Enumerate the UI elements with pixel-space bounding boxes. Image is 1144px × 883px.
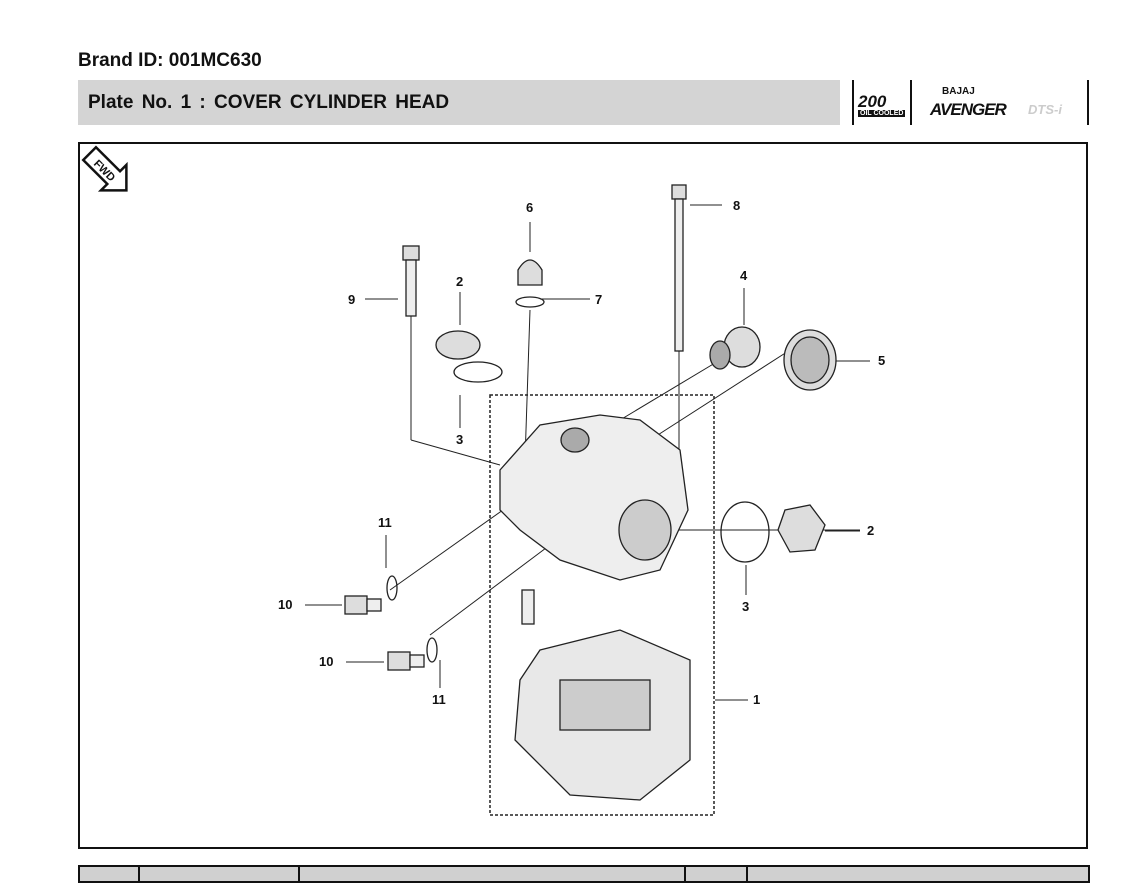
callout-3: 3 [456, 432, 464, 447]
callout-11: 11 [432, 692, 446, 707]
logo-model: 200 [858, 92, 887, 111]
fwd-arrow-icon: FWD [81, 145, 128, 192]
brand-logo: 200 OIL COOLED BAJAJ AVENGER DTS-i [852, 80, 1092, 125]
col-header [138, 865, 300, 883]
callout-8: 8 [733, 198, 741, 213]
callout-6: 6 [526, 200, 534, 215]
callout-2: 2 [867, 523, 875, 538]
col-header [684, 865, 748, 883]
callout-4: 4 [740, 268, 748, 283]
plate-title: Plate No. 1 : COVER CYLINDER HEAD [88, 92, 450, 113]
col-header [298, 865, 686, 883]
parts-table [78, 865, 1090, 883]
callout-1: 1 [753, 692, 761, 707]
parts-diagram-frame [78, 142, 1088, 849]
col-header [78, 865, 140, 883]
logo-suffix: DTS-i [1028, 102, 1062, 117]
callout-7: 7 [595, 292, 603, 307]
callout-5: 5 [878, 353, 886, 368]
plate-header: Plate No. 1 : COVER CYLINDER HEAD [78, 80, 840, 125]
cylinder-head-dashed-box [489, 394, 715, 816]
callout-10: 10 [319, 654, 334, 669]
callout-11: 11 [378, 515, 392, 530]
logo-name: AVENGER [930, 100, 1007, 119]
callout-9: 9 [348, 292, 356, 307]
callout-10: 10 [278, 597, 293, 612]
brand-id: Brand ID: 001MC630 [78, 50, 262, 71]
parts-table-header [78, 865, 1090, 883]
logo-badge: OIL COOLED [858, 110, 906, 117]
col-header [746, 865, 1090, 883]
callout-3: 3 [742, 599, 750, 614]
logo-maker: BAJAJ [942, 86, 975, 97]
callout-2: 2 [456, 274, 464, 289]
